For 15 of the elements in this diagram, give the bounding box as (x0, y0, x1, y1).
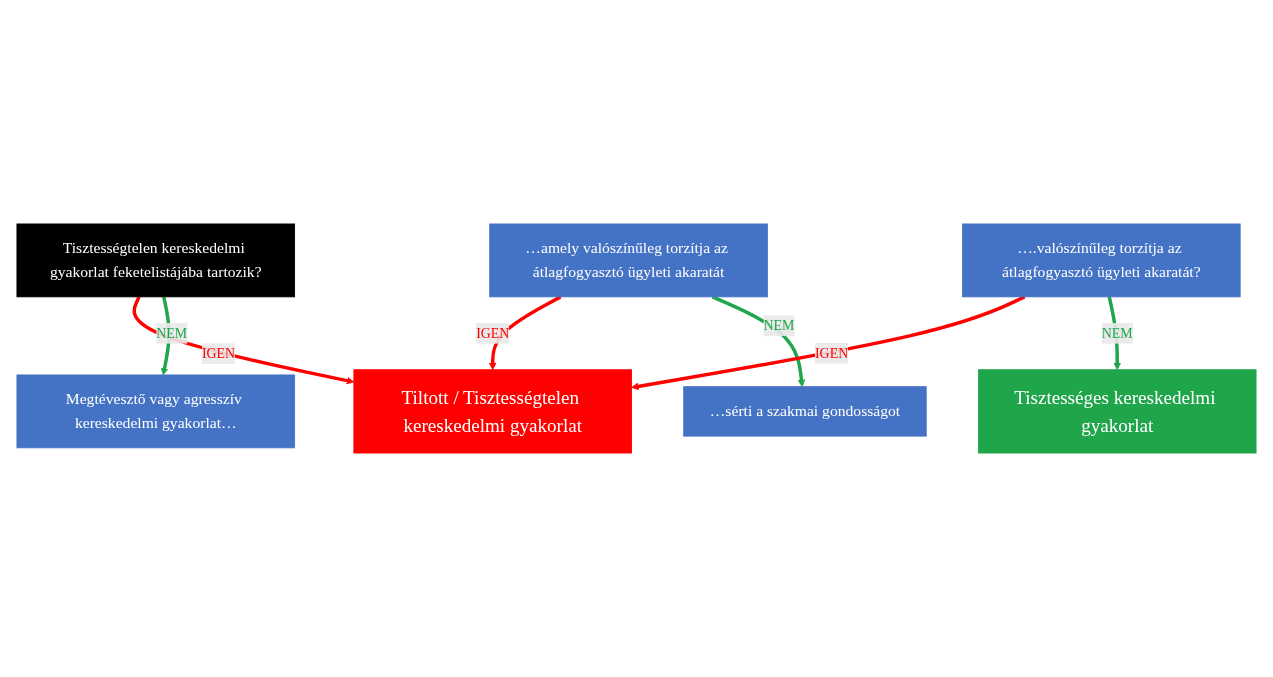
edge-label: NEM (763, 317, 795, 333)
node-box: Tisztességtelen kereskedelmi gyakorlat feketelistájába tartozik? (16, 223, 296, 298)
node-box: ….valószínűleg torzítja az átlagfogyasztó ügyleti akaratát? (962, 223, 1241, 298)
edge-label: IGEN (476, 325, 510, 341)
node-box: Tisztességes kereskedelmi gyakorlat (977, 369, 1257, 454)
edge-label: NEM (1101, 325, 1133, 341)
node-box: Megtévesztő vagy agresszív kereskedelmi gyakorlat… (16, 374, 296, 449)
node-box: …amely valószínűleg torzítja az átlagfogyasztó ügyleti akaratát (489, 223, 768, 298)
arrow (711, 295, 806, 387)
node-box: Tiltott / Tisztességtelen kereskedelmi gyakorlat (353, 369, 632, 454)
edge-label: IGEN (815, 345, 849, 361)
node-box: …sérti a szakmai gondosságot (683, 386, 927, 437)
edge-label: IGEN (201, 345, 236, 361)
edge-label: NEM (156, 325, 188, 341)
arrow (631, 295, 1026, 391)
